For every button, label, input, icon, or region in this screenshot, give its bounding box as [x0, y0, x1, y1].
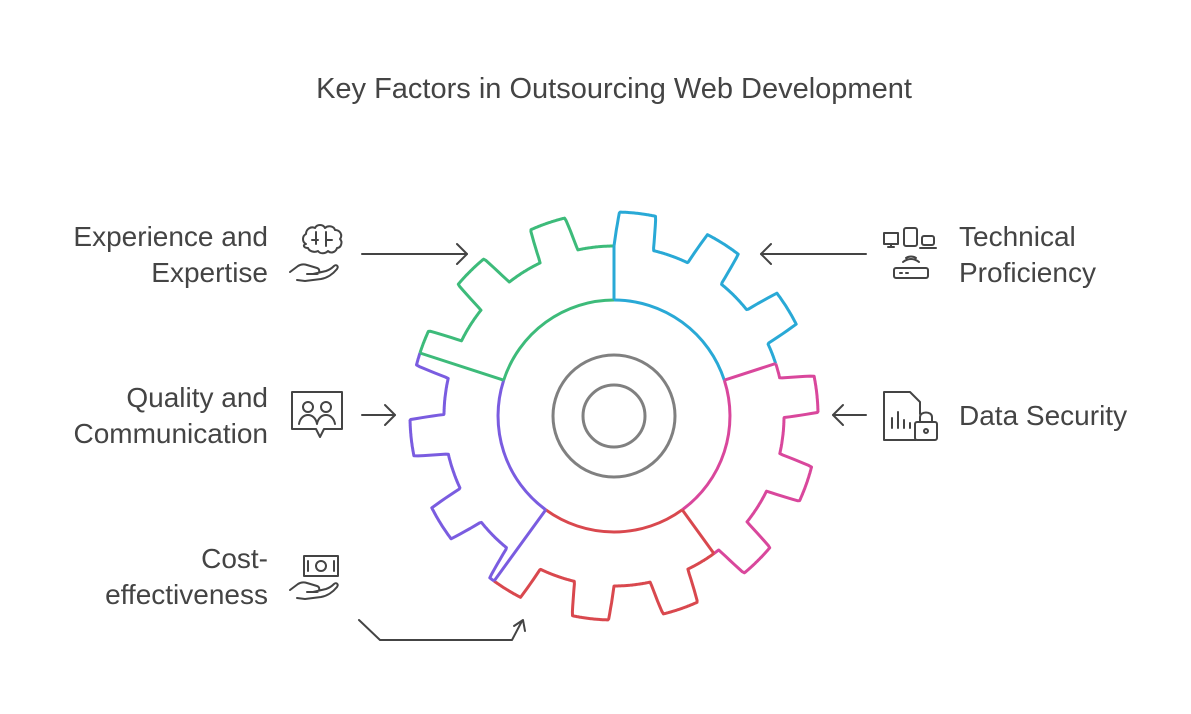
- gear-spokes: [419, 245, 777, 582]
- gear-hub-outer-ring: [551, 353, 677, 479]
- label-line: Cost-: [201, 543, 268, 574]
- gear-inner-arc-technical: [613, 298, 726, 381]
- label-line: Proficiency: [959, 257, 1096, 288]
- label-line: Data Security: [959, 400, 1128, 431]
- devices-router-icon: [883, 227, 937, 279]
- gear-segment-experience: [418, 216, 615, 354]
- people-chat-icon: [291, 391, 343, 438]
- gear-inner-arc-quality: [496, 379, 547, 512]
- label-data-security: Data Security: [959, 398, 1179, 434]
- label-experience-expertise: Experience and Expertise: [0, 219, 268, 291]
- gear-spoke-data: [723, 362, 777, 382]
- money-hand-icon: [289, 555, 339, 600]
- gear-inner-arc-cost: [544, 508, 684, 534]
- gear-segment-cost: [493, 552, 715, 622]
- arrow-data-security: [832, 404, 867, 426]
- label-technical-proficiency: Technical Proficiency: [959, 219, 1179, 291]
- secure-file-chart-icon: [883, 391, 938, 441]
- arrow-cost: [358, 619, 526, 641]
- label-line: Expertise: [151, 257, 268, 288]
- brain-hand-icon: [289, 224, 343, 282]
- label-line: effectiveness: [105, 579, 268, 610]
- gear-hub-inner-ring: [581, 383, 647, 449]
- gear-spoke-quality: [492, 508, 548, 582]
- label-line: Technical: [959, 221, 1076, 252]
- arrow-technical: [760, 243, 867, 265]
- gear-segment-quality: [408, 352, 508, 583]
- gear-outline: [408, 210, 820, 622]
- gear-inner-arc-experience: [502, 298, 615, 381]
- label-cost-effectiveness: Cost- effectiveness: [0, 541, 268, 613]
- gear-segment-data: [713, 362, 820, 575]
- gear-inner-arc-data: [681, 379, 732, 512]
- arrow-experience: [361, 243, 468, 265]
- gear-spoke-experience: [419, 351, 505, 382]
- label-line: Communication: [73, 418, 268, 449]
- gear-spoke-cost: [680, 508, 716, 555]
- arrow-quality: [361, 404, 396, 426]
- gear-segment-technical: [612, 210, 798, 365]
- label-line: Quality and: [126, 382, 268, 413]
- label-line: Experience and: [73, 221, 268, 252]
- label-quality-communication: Quality and Communication: [0, 380, 268, 452]
- diagram-title: Key Factors in Outsourcing Web Developme…: [316, 73, 912, 105]
